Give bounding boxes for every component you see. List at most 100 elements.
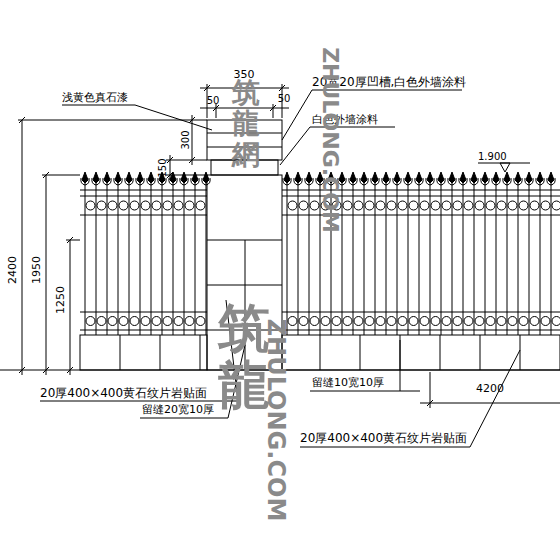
picket	[353, 182, 354, 335]
dimension-text: 4200	[476, 383, 504, 395]
ring-ornament	[196, 317, 205, 326]
spear-finial	[284, 172, 290, 183]
picket	[173, 182, 174, 335]
ring-ornament	[519, 201, 528, 210]
ring-ornament	[288, 201, 297, 210]
joint-note: 留缝20宽10厚	[142, 404, 214, 416]
spear-finial	[372, 172, 378, 183]
leader-line	[40, 401, 238, 402]
spear-finial	[82, 172, 88, 183]
finial-scroll	[404, 178, 412, 185]
ring-ornament	[365, 201, 374, 210]
ring-ornament	[409, 317, 418, 326]
spear-finial	[104, 172, 110, 183]
ring-ornament	[530, 317, 539, 326]
finial-scroll	[481, 178, 489, 185]
spear-finial	[548, 172, 554, 183]
ring-ornament	[387, 317, 396, 326]
spear-finial	[383, 172, 389, 183]
dimension-text: 1950	[31, 256, 43, 284]
dimension-text: 2400	[7, 256, 19, 284]
spear-finial	[394, 172, 400, 183]
picket	[518, 182, 519, 335]
spear-finial	[482, 172, 488, 183]
ring-ornament	[343, 317, 352, 326]
ring-ornament	[398, 201, 407, 210]
ring-ornament	[464, 201, 473, 210]
extension-line	[42, 175, 80, 176]
watermark: ZHULONG.COM	[263, 319, 289, 522]
ring-ornament	[442, 201, 451, 210]
leader-line	[300, 447, 470, 448]
ring-ornament	[321, 317, 330, 326]
spear-finial	[493, 172, 499, 183]
spear-finial	[504, 172, 510, 183]
level-text: 1.900	[478, 151, 507, 162]
picket	[540, 182, 541, 335]
finial-scroll	[492, 178, 500, 185]
spear-finial	[526, 172, 532, 183]
spear-finial	[350, 172, 356, 183]
ring-ornament	[299, 317, 308, 326]
leader-line	[400, 340, 401, 391]
ring-ornament	[163, 201, 172, 210]
base-wall	[80, 335, 207, 370]
ring-ornament	[185, 201, 194, 210]
finial-scroll	[136, 178, 144, 185]
tile-joint	[320, 335, 321, 370]
ring-ornament	[431, 317, 440, 326]
spear-finial	[361, 172, 367, 183]
spear-finial	[295, 172, 301, 183]
picket	[118, 182, 119, 335]
picket	[140, 182, 141, 335]
picket	[184, 182, 185, 335]
finial-scroll	[92, 178, 100, 185]
dimension-line	[22, 120, 23, 375]
ring-ornament	[552, 201, 560, 210]
leader-line	[62, 105, 135, 106]
tile-joint	[480, 335, 481, 370]
ring-ornament	[174, 201, 183, 210]
finial-scroll	[415, 178, 423, 185]
extension-line	[66, 240, 80, 241]
dimension-tick	[19, 367, 25, 373]
material-note: 20厚400×400黄石纹片岩贴面	[300, 432, 467, 445]
dimension-tick	[189, 117, 195, 123]
watermark: ZHULONG.COM	[318, 47, 342, 233]
spear-finial	[449, 172, 455, 183]
ring-ornament	[152, 317, 161, 326]
ring-ornament	[163, 317, 172, 326]
picket	[129, 182, 130, 335]
picket	[195, 182, 196, 335]
picket	[107, 182, 108, 335]
ring-ornament	[552, 317, 560, 326]
ring-ornament	[475, 201, 484, 210]
tile-joint	[440, 335, 441, 370]
ring-ornament	[130, 201, 139, 210]
dimension-line	[70, 240, 71, 375]
picket	[551, 182, 552, 335]
leader-line	[470, 350, 520, 447]
finial-scroll	[470, 178, 478, 185]
picket	[408, 182, 409, 335]
ring-ornament	[86, 201, 95, 210]
spear-finial	[126, 172, 132, 183]
finial-scroll	[393, 178, 401, 185]
ring-ornament	[174, 317, 183, 326]
dimension-text: 50	[207, 95, 220, 106]
ring-ornament	[376, 317, 385, 326]
rail	[80, 330, 207, 331]
picket	[386, 182, 387, 335]
ring-ornament	[541, 317, 550, 326]
ring-ornament	[108, 201, 117, 210]
ring-ornament	[365, 317, 374, 326]
picket	[309, 182, 310, 335]
picket	[206, 182, 207, 335]
ring-ornament	[288, 317, 297, 326]
spear-finial	[192, 172, 198, 183]
picket	[85, 182, 86, 335]
ring-ornament	[409, 201, 418, 210]
spear-finial	[115, 172, 121, 183]
tile-joint	[160, 335, 161, 370]
picket	[496, 182, 497, 335]
